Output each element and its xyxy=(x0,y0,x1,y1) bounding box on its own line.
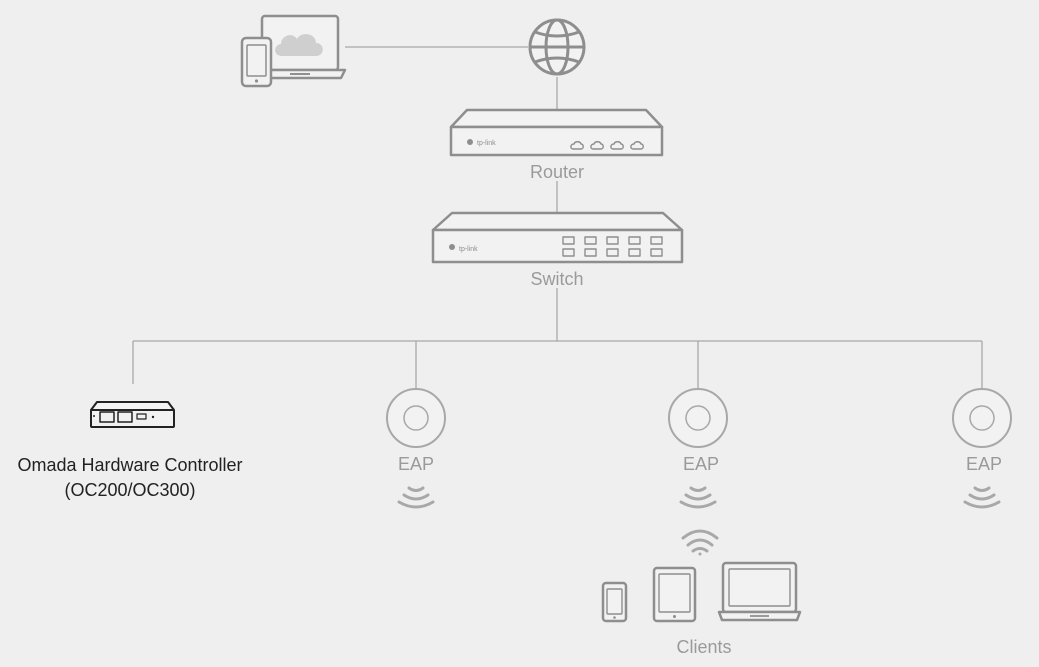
router-label: Router xyxy=(529,162,585,182)
hardware-controller-icon xyxy=(90,401,175,428)
wifi-signal-icon xyxy=(397,486,435,509)
globe-icon xyxy=(528,18,586,76)
wifi-icon xyxy=(681,529,719,556)
eap-label-3: EAP xyxy=(965,454,1003,474)
eap-label-2: EAP xyxy=(682,454,720,474)
controller-label-line2: (OC200/OC300) xyxy=(64,480,196,500)
router-icon: tp-link xyxy=(449,108,664,157)
access-point-icon xyxy=(386,388,446,448)
router-brand: tp-link xyxy=(477,140,496,147)
connection-lines xyxy=(132,46,983,388)
switch-brand: tp-link xyxy=(459,246,478,253)
switch-icon: tp-link xyxy=(431,211,684,264)
clients-label: Clients xyxy=(676,637,732,657)
cloud-laptop-phone-icon xyxy=(240,14,347,88)
access-point-icon xyxy=(668,388,728,448)
eap-label-1: EAP xyxy=(397,454,435,474)
access-point-icon xyxy=(952,388,1012,448)
client-devices-icon xyxy=(601,561,802,623)
wifi-signal-icon xyxy=(679,486,717,509)
wifi-signal-icon xyxy=(963,486,1001,509)
controller-label-line1: Omada Hardware Controller xyxy=(17,455,243,475)
switch-label: Switch xyxy=(530,269,584,289)
